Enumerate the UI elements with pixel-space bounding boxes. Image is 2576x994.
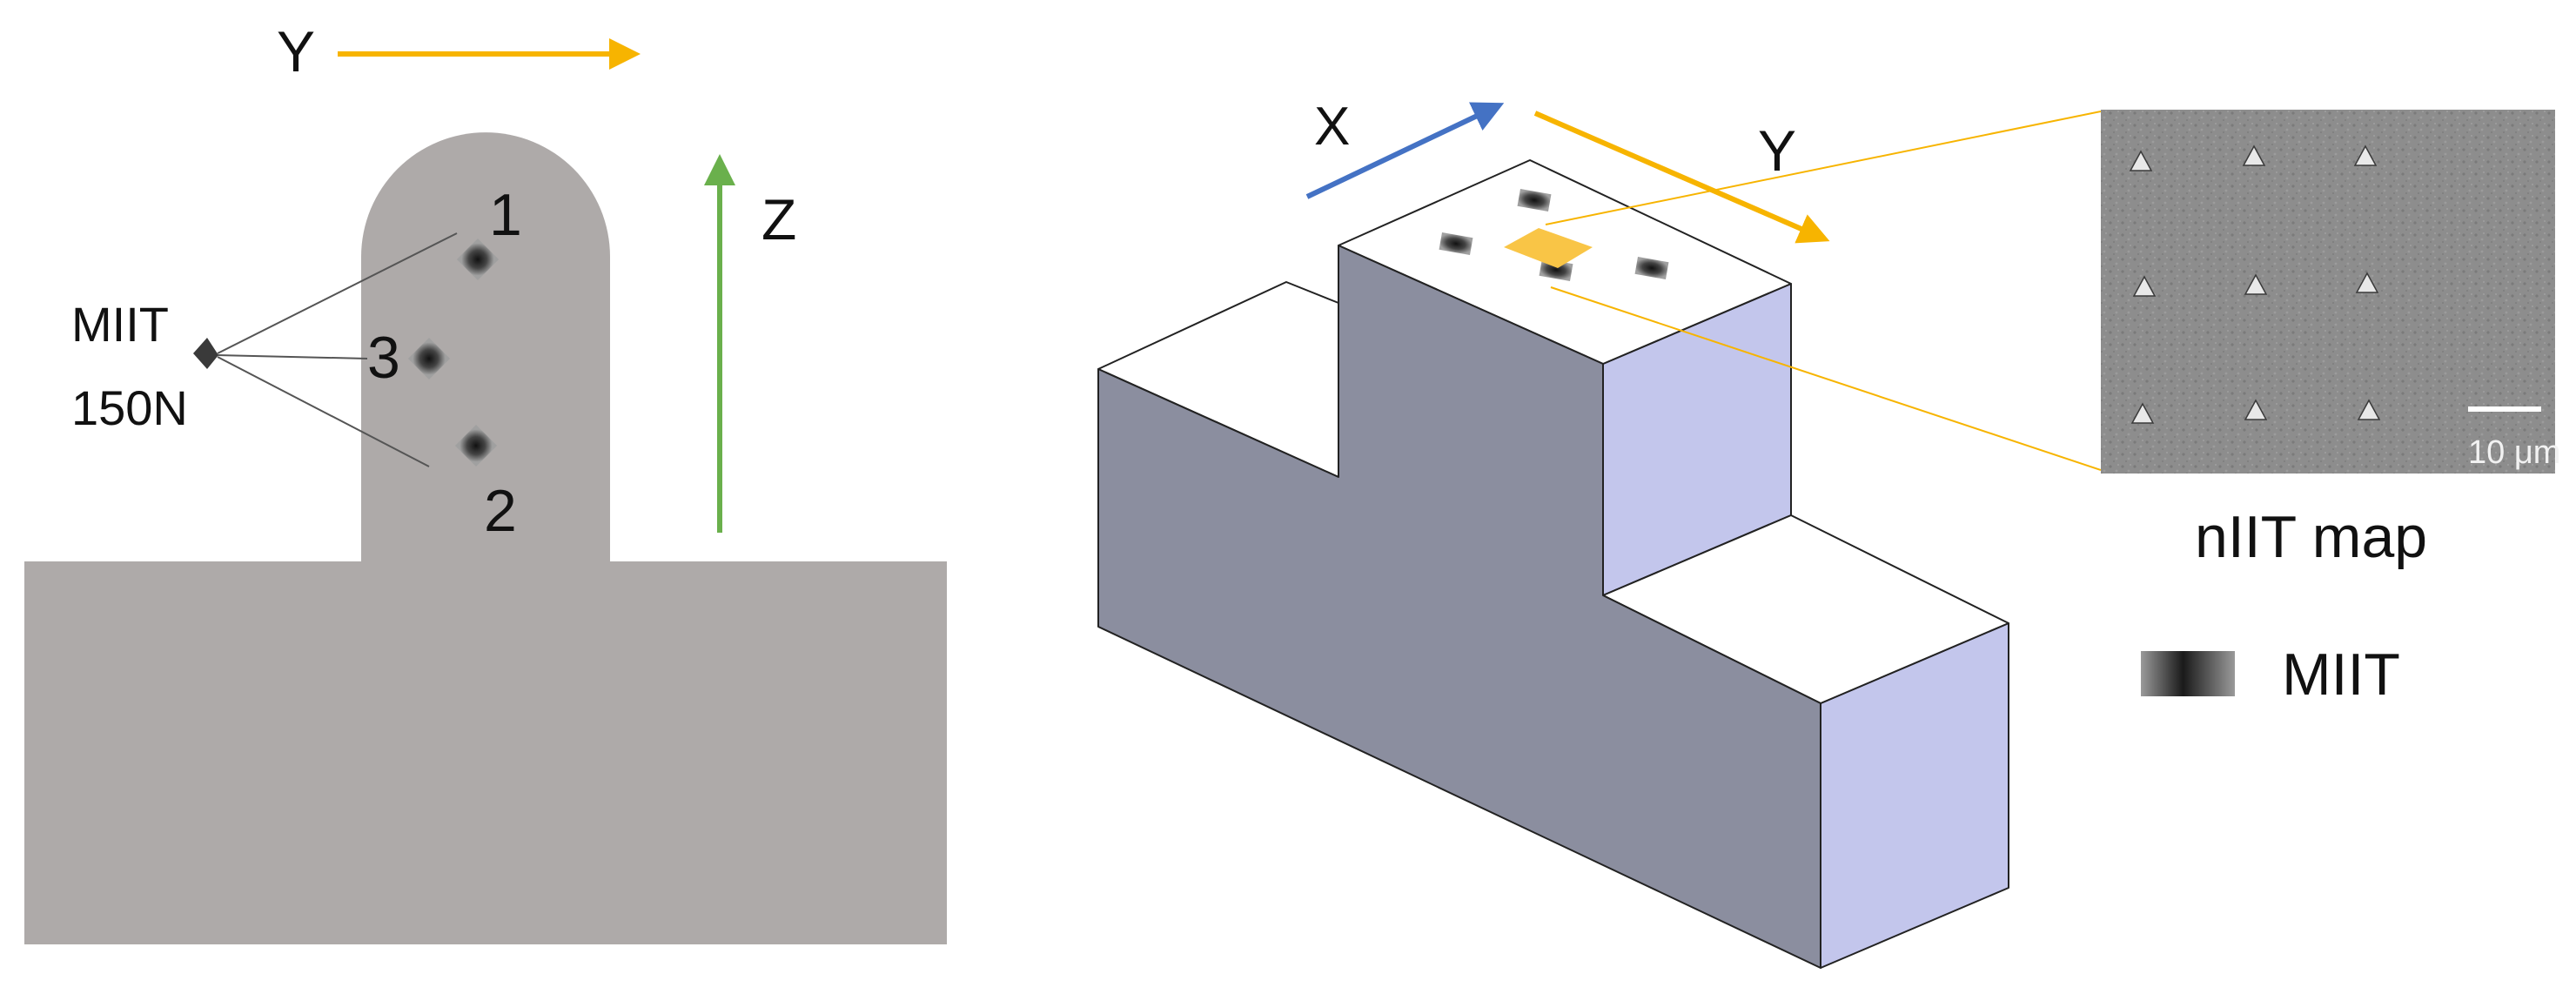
niit-map-caption: nIIT map — [2195, 504, 2427, 570]
front-face — [1097, 245, 1821, 969]
zoom-line-top — [1545, 111, 2102, 225]
nanoindent — [2130, 402, 2155, 424]
right-panel: X Y 10 μm nIIT map MIIT — [1097, 97, 2560, 969]
nanoindent — [2244, 273, 2268, 295]
indent-mark — [1439, 232, 1473, 255]
indent-mark — [407, 337, 451, 380]
sem-background — [2101, 110, 2555, 473]
indent-point-3: 3 — [367, 325, 451, 391]
point-label: 1 — [489, 182, 522, 248]
niit-map-region — [1504, 228, 1593, 268]
isometric-specimen — [1097, 159, 2009, 969]
indent-mark — [1539, 259, 1573, 281]
leader-line-3 — [217, 354, 368, 359]
nanoindent — [2129, 150, 2153, 171]
nanoindent — [2132, 275, 2157, 297]
left-panel: Y Z MIIT 150N 1 3 2 — [24, 19, 947, 944]
miit-load-label: 150N — [71, 380, 188, 435]
miit-indent-callout — [193, 232, 458, 467]
legend-miit-label: MIIT — [2282, 641, 2400, 708]
zoom-line-bottom — [1550, 286, 2102, 471]
legend-miit-swatch — [2141, 651, 2235, 696]
specimen-pillar — [361, 132, 610, 568]
leader-line-2 — [217, 356, 430, 467]
miit-label: MIIT — [71, 297, 169, 352]
nanoindent — [2357, 399, 2381, 420]
niit-sem-image: 10 μm — [2101, 110, 2560, 473]
top-face-indents — [1439, 189, 1669, 281]
leader-line-1 — [217, 232, 458, 354]
nanoindent — [2353, 144, 2378, 166]
indent-mark — [456, 238, 500, 281]
x-axis-label: X — [1314, 97, 1350, 157]
nanoindent — [2244, 399, 2268, 420]
indent-point-2: 2 — [454, 424, 517, 544]
z-axis-label: Z — [761, 187, 796, 252]
nanoindent-grid — [2129, 144, 2381, 424]
specimen-base — [24, 561, 947, 944]
nanoindent — [2355, 272, 2379, 293]
indent-mark — [1634, 257, 1669, 279]
point-label: 2 — [484, 478, 517, 544]
y-axis-arrow — [1533, 111, 1830, 244]
indent-mark — [454, 424, 498, 467]
nanoindent — [2242, 144, 2266, 166]
y-axis-label: Y — [277, 19, 315, 84]
indent-point-1: 1 — [456, 182, 522, 281]
point-label: 3 — [367, 325, 400, 391]
legend: MIIT — [2141, 641, 2400, 708]
indent-mark — [1517, 189, 1552, 212]
scale-bar-label: 10 μm — [2468, 434, 2560, 471]
y-axis-label: Y — [1758, 118, 1796, 183]
x-axis-arrow — [1305, 102, 1505, 199]
specimen-cross-section — [24, 132, 947, 944]
indenter-icon — [193, 338, 218, 369]
